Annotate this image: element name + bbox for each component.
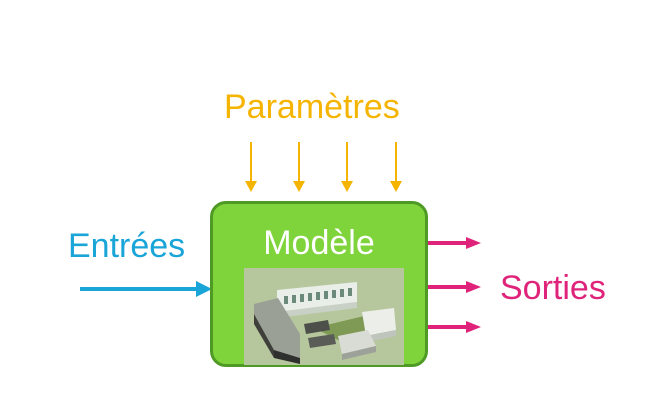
- parameter-arrowhead-2: [293, 181, 305, 192]
- outputs-label: Sorties: [500, 269, 606, 307]
- model-title: Modèle: [263, 224, 375, 262]
- parameters-label: Paramètres: [224, 88, 400, 126]
- parameter-arrowhead-4: [390, 181, 402, 192]
- building-3d-render-icon: [244, 268, 404, 365]
- parameter-arrows: [245, 142, 402, 192]
- output-arrows: [428, 237, 481, 333]
- inputs-label: Entrées: [68, 227, 186, 265]
- parameter-arrowhead-3: [341, 181, 353, 192]
- parameter-arrowhead-1: [245, 181, 257, 192]
- input-arrow: [80, 281, 212, 297]
